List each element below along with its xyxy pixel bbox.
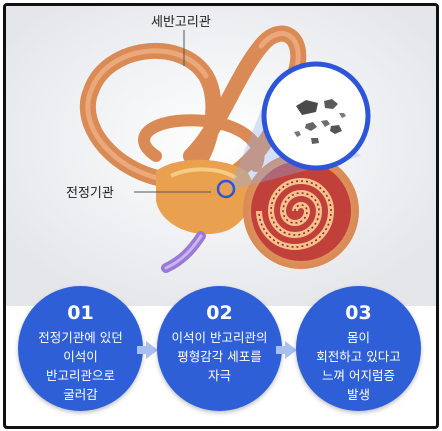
step-1-text: 전정기관에 있던 이석이 반고리관으로 굴러감 — [38, 330, 123, 402]
step-2-circle: 02 이석이 반고리관의 평형감각 세포를 자극 — [157, 286, 282, 411]
cochlea — [243, 153, 359, 269]
arrow-1-icon — [146, 341, 158, 359]
focus-ring — [216, 179, 236, 199]
step-3-text: 몸이 회전하고 있다고 느껴 어지럼증 발생 — [316, 330, 401, 402]
arrow-2-icon — [285, 341, 297, 359]
step-2-text: 이석이 반고리관의 평형감각 세포를 자극 — [171, 330, 268, 383]
arrow-2-stem — [276, 346, 286, 354]
vestibular-nerve — [161, 231, 206, 273]
step-1-number: 01 — [67, 302, 94, 324]
step-2-number: 02 — [206, 302, 233, 324]
step-3-number: 03 — [345, 302, 372, 324]
arrow-1-stem — [137, 346, 147, 354]
inner-ear-illustration — [6, 6, 436, 306]
otolith-magnifier — [261, 61, 371, 171]
label-vestibule: 전정기관 — [66, 186, 114, 201]
vestibule-body — [156, 159, 254, 235]
label-semicircular-canal: 세반고리관 — [151, 15, 211, 30]
step-1-circle: 01 전정기관에 있던 이석이 반고리관으로 굴러감 — [18, 286, 143, 411]
infographic-frame: 세반고리관 전정기관 01 전정기관에 있던 이석이 반고리관으로 굴러감 02… — [3, 3, 439, 429]
step-3-circle: 03 몸이 회전하고 있다고 느껴 어지럼증 발생 — [296, 286, 421, 411]
